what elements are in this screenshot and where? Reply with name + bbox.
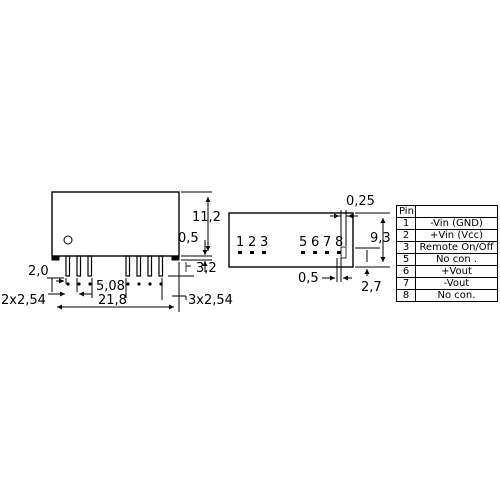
pin-function: +Vin (Vcc) xyxy=(415,229,498,242)
module-body xyxy=(51,191,180,257)
pin-number: 2 xyxy=(396,229,416,242)
dim-pitch-left: 2x2,54 xyxy=(1,293,46,308)
table-row: 1 -Vin (GND) xyxy=(396,217,498,230)
table-row: 6 +Vout xyxy=(396,265,498,278)
dim-height: 11,2 xyxy=(192,210,221,225)
pin-function: -Vout xyxy=(415,277,498,290)
top-pin-label-2: 2 xyxy=(248,235,256,250)
pin-function: No con. xyxy=(415,289,498,302)
pin-number: 5 xyxy=(396,253,416,266)
side-pins xyxy=(65,255,164,277)
pin-function: Remote On/Off xyxy=(415,241,498,254)
dim-pin-width: 0,25 xyxy=(346,194,375,209)
table-row: 3 Remote On/Off xyxy=(396,241,498,254)
pad-marks xyxy=(238,251,341,254)
pin8-outline xyxy=(340,246,347,259)
pin-2 xyxy=(76,255,82,277)
standoff-right xyxy=(171,255,180,261)
pin-function: No con . xyxy=(415,253,498,266)
pin-tip-dots xyxy=(66,282,163,286)
pin-6 xyxy=(136,255,142,277)
pin-function: -Vin (GND) xyxy=(415,217,498,230)
top-view xyxy=(228,210,390,282)
pin-3 xyxy=(87,255,93,277)
dim-depth: 9,3 xyxy=(370,231,391,246)
header-function xyxy=(415,205,498,218)
table-row: 7 -Vout xyxy=(396,277,498,290)
pin-number: 3 xyxy=(396,241,416,254)
pin-8 xyxy=(158,255,164,277)
pin1-marker xyxy=(63,235,73,245)
dim-standoff: 0,5 xyxy=(178,231,199,246)
pin-1 xyxy=(65,255,71,277)
pin-number: 6 xyxy=(396,265,416,278)
top-pin-label-6: 6 xyxy=(311,235,319,250)
standoff-left xyxy=(51,255,60,261)
dim-row-offset: 2,7 xyxy=(361,280,382,295)
dim-pitch-right: 3x2,54 xyxy=(188,293,233,308)
top-pin-label-1: 1 xyxy=(236,235,244,250)
dim-pin-gap: 5,08 xyxy=(96,279,125,294)
pin-number: 7 xyxy=(396,277,416,290)
dim-pin-thickness: 0,5 xyxy=(298,271,319,286)
table-header-row: Pin xyxy=(396,205,498,218)
table-row: 2 +Vin (Vcc) xyxy=(396,229,498,242)
side-view xyxy=(47,191,212,312)
module-outline-top xyxy=(228,212,354,268)
pin-number: 8 xyxy=(396,289,416,302)
pin-7 xyxy=(147,255,153,277)
pin-5 xyxy=(125,255,131,277)
pin-function: +Vout xyxy=(415,265,498,278)
table-row: 5 No con . xyxy=(396,253,498,266)
pin-function-table: Pin 1 -Vin (GND) 2 +Vin (Vcc) 3 Remote O… xyxy=(396,205,498,302)
top-pin-label-3: 3 xyxy=(260,235,268,250)
dim-pin-offset: 2,0 xyxy=(28,264,49,279)
top-pin-label-5: 5 xyxy=(299,235,307,250)
table-row: 8 No con. xyxy=(396,289,498,302)
header-pin: Pin xyxy=(396,205,416,218)
pin-number: 1 xyxy=(396,217,416,230)
dim-width: 21,8 xyxy=(98,293,127,308)
dim-pin-length: 3,2 xyxy=(196,261,217,276)
top-pin-label-8: 8 xyxy=(335,235,343,250)
top-pin-label-7: 7 xyxy=(323,235,331,250)
